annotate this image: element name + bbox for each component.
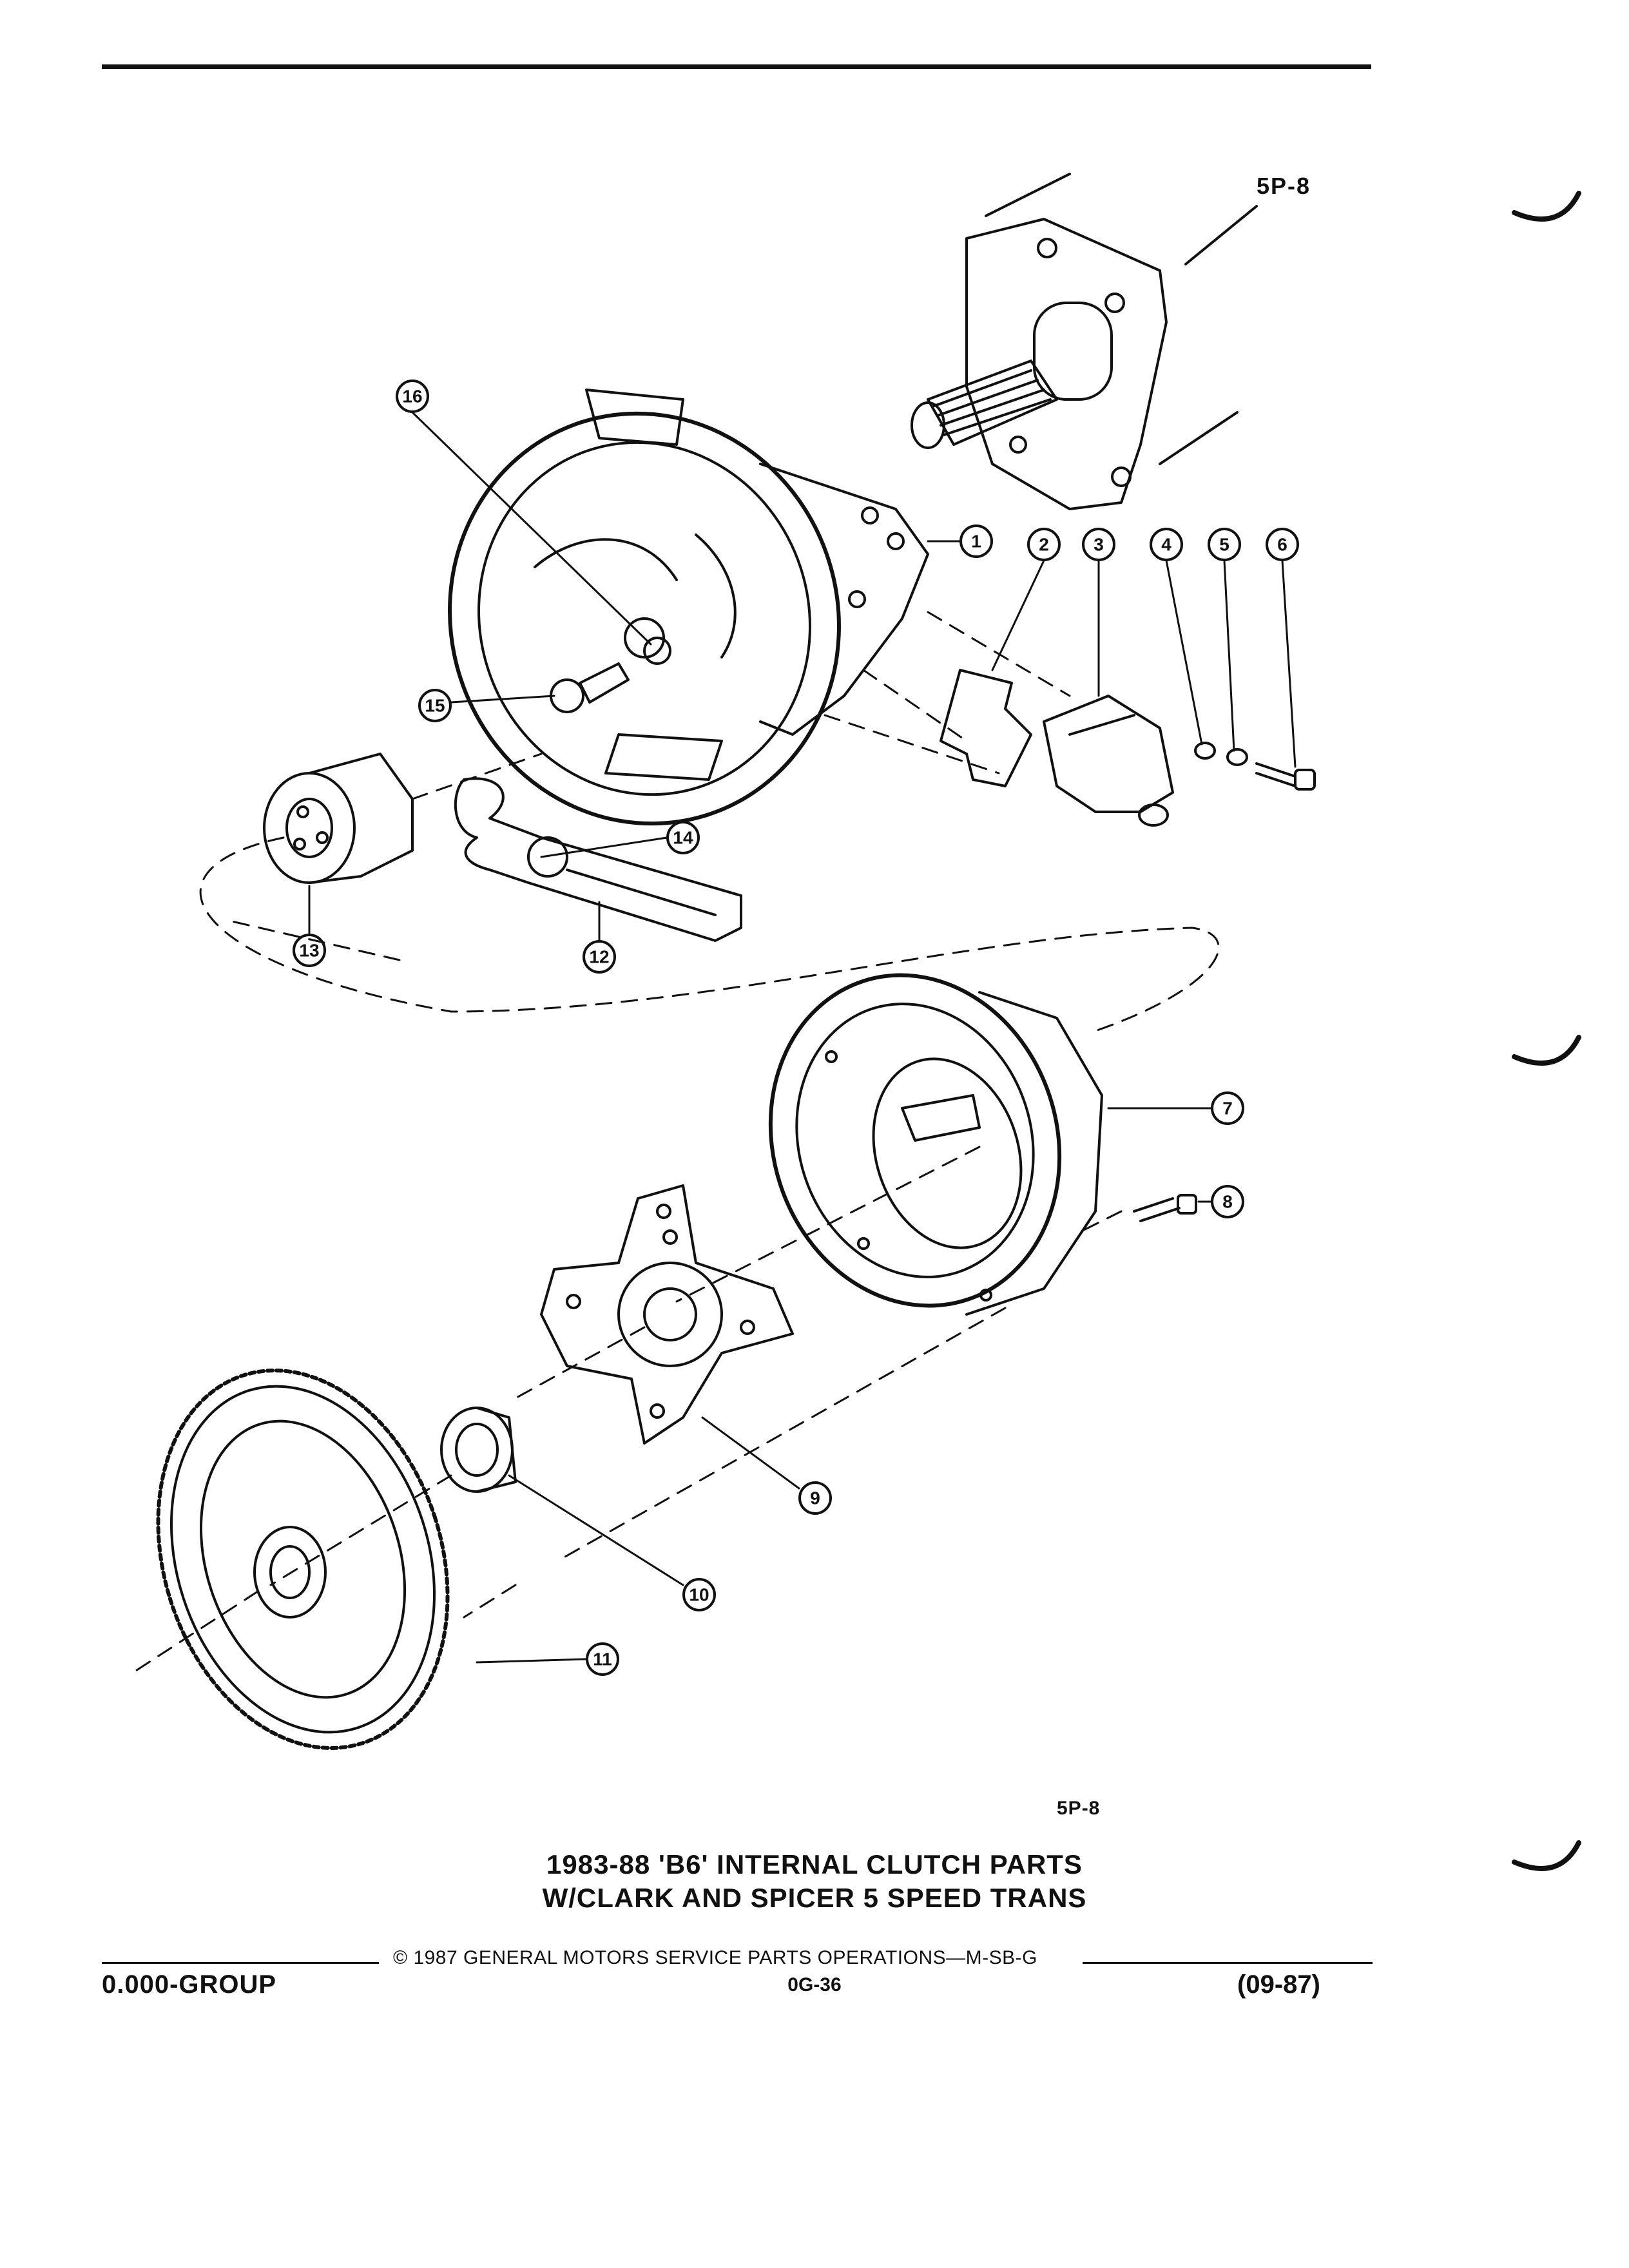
fastener-set xyxy=(1194,742,1316,791)
leader-lines xyxy=(308,411,1296,1664)
pilot-bearing xyxy=(440,1407,517,1493)
transmission-assembly xyxy=(911,173,1258,510)
footer-rule-right xyxy=(1083,1962,1373,1964)
revision-date: (09-87) xyxy=(1237,1970,1320,1999)
flywheel xyxy=(156,1369,450,1750)
callout-8: 8 xyxy=(1222,1192,1233,1212)
pivot-ball-stud xyxy=(550,637,671,713)
footer-rule-left xyxy=(102,1962,379,1964)
callout-9: 9 xyxy=(810,1488,820,1508)
assembly-axis-lines xyxy=(128,611,1220,1677)
group-number: 0.000-GROUP xyxy=(102,1970,277,1999)
callout-12: 12 xyxy=(589,947,609,967)
callout-5: 5 xyxy=(1219,535,1229,555)
figure-ref-bottom: 5P-8 xyxy=(1057,1798,1101,1819)
copyright-notice: © 1987 GENERAL MOTORS SERVICE PARTS OPER… xyxy=(393,1947,1037,1968)
page-number: 0G-36 xyxy=(787,1974,842,1995)
gasket xyxy=(940,669,1032,787)
callout-circles xyxy=(293,380,1299,1676)
binding-marks xyxy=(1512,191,1581,1871)
callout-7: 7 xyxy=(1222,1099,1233,1119)
callout-11: 11 xyxy=(593,1649,612,1669)
dust-boot xyxy=(1043,695,1174,827)
callout-14: 14 xyxy=(673,828,693,848)
clutch-housing xyxy=(448,389,929,826)
figure-title-line2: W/CLARK AND SPICER 5 SPEED TRANS xyxy=(542,1883,1087,1913)
release-fork xyxy=(454,777,742,942)
release-bearing xyxy=(263,753,414,884)
callout-1: 1 xyxy=(971,532,981,552)
callout-4: 4 xyxy=(1161,535,1171,555)
clutch-disc xyxy=(540,1184,794,1445)
callout-3: 3 xyxy=(1094,535,1104,555)
callout-15: 15 xyxy=(425,696,445,716)
pressure-plate-bolt xyxy=(1133,1194,1197,1222)
callout-10: 10 xyxy=(689,1585,709,1605)
figure-title-line1: 1983-88 'B6' INTERNAL CLUTCH PARTS xyxy=(546,1849,1083,1879)
callout-13: 13 xyxy=(299,941,319,961)
figure-ref-top: 5P-8 xyxy=(1257,173,1311,199)
pressure-plate xyxy=(768,973,1103,1316)
top-rule xyxy=(102,64,1371,69)
callout-6: 6 xyxy=(1277,535,1287,555)
callout-16: 16 xyxy=(402,387,422,407)
callout-2: 2 xyxy=(1039,535,1049,555)
